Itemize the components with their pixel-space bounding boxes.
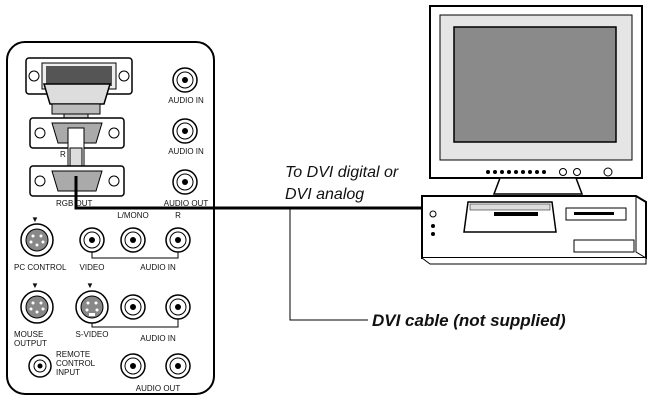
audio-out-r-jack: [165, 353, 191, 379]
lmono-label: L/MONO: [117, 211, 149, 220]
r-label: R: [175, 211, 181, 220]
rgb-out-label: RGB OUT: [56, 199, 93, 208]
remote-label-3: INPUT: [56, 368, 80, 377]
audio-in-label-2: AUDIO IN: [168, 147, 204, 156]
audio-in-r-jack: [165, 227, 191, 253]
dvi-target-caption-1: To DVI digital or: [285, 164, 399, 181]
projector-connector-panel: AUDIO IN R AUDIO IN RGB OUT: [6, 41, 215, 395]
rgb-in-partial-label: R: [60, 150, 66, 159]
audio-in-jack-1: [172, 67, 198, 93]
pc-control-marker: ▼: [31, 215, 39, 224]
mouse-output-port: [20, 290, 54, 324]
dvi-target-caption-2: DVI analog: [285, 186, 364, 203]
dvi-cable-caption: DVI cable (not supplied): [372, 311, 566, 330]
monitor: [429, 5, 643, 195]
pc-control-label: PC CONTROL: [14, 263, 67, 272]
s-video-port: [75, 290, 109, 324]
front-drive-bay: [463, 201, 557, 233]
system-unit: [421, 195, 647, 265]
mouse-output-marker: ▼: [31, 281, 39, 290]
pc-control-port: [20, 223, 54, 257]
remote-label-2: CONTROL: [56, 359, 96, 368]
s-video-marker: ▼: [86, 281, 94, 290]
dvi-cable: [74, 176, 450, 321]
audio-out-label-2: AUDIO OUT: [136, 384, 181, 393]
audio-out-l-jack: [120, 353, 146, 379]
audio-in-label-4: AUDIO IN: [140, 334, 176, 343]
audio-in-label-1: AUDIO IN: [168, 96, 204, 105]
audio-in-jack-2: [172, 118, 198, 144]
audio-in-r-jack-2: [165, 294, 191, 320]
svideo-audio-bracket: [91, 319, 179, 328]
video-jack: [79, 227, 105, 253]
mouse-output-label-2: OUTPUT: [14, 339, 47, 348]
audio-out-label-1: AUDIO OUT: [164, 199, 209, 208]
video-audio-bracket: [91, 252, 179, 259]
video-label: VIDEO: [80, 263, 105, 272]
remote-label-1: REMOTE: [56, 350, 90, 359]
audio-in-l-jack: [120, 227, 146, 253]
floppy-drive: [565, 207, 627, 221]
audio-out-jack-1: [172, 169, 198, 195]
audio-in-label-3: AUDIO IN: [140, 263, 176, 272]
front-panel-slot: [573, 239, 635, 253]
remote-control-input-jack: [28, 354, 52, 378]
mouse-output-label-1: MOUSE: [14, 330, 43, 339]
monitor-controls: [486, 167, 613, 177]
s-video-label: S-VIDEO: [76, 330, 109, 339]
computer: [421, 5, 647, 265]
audio-in-l-jack-2: [120, 294, 146, 320]
